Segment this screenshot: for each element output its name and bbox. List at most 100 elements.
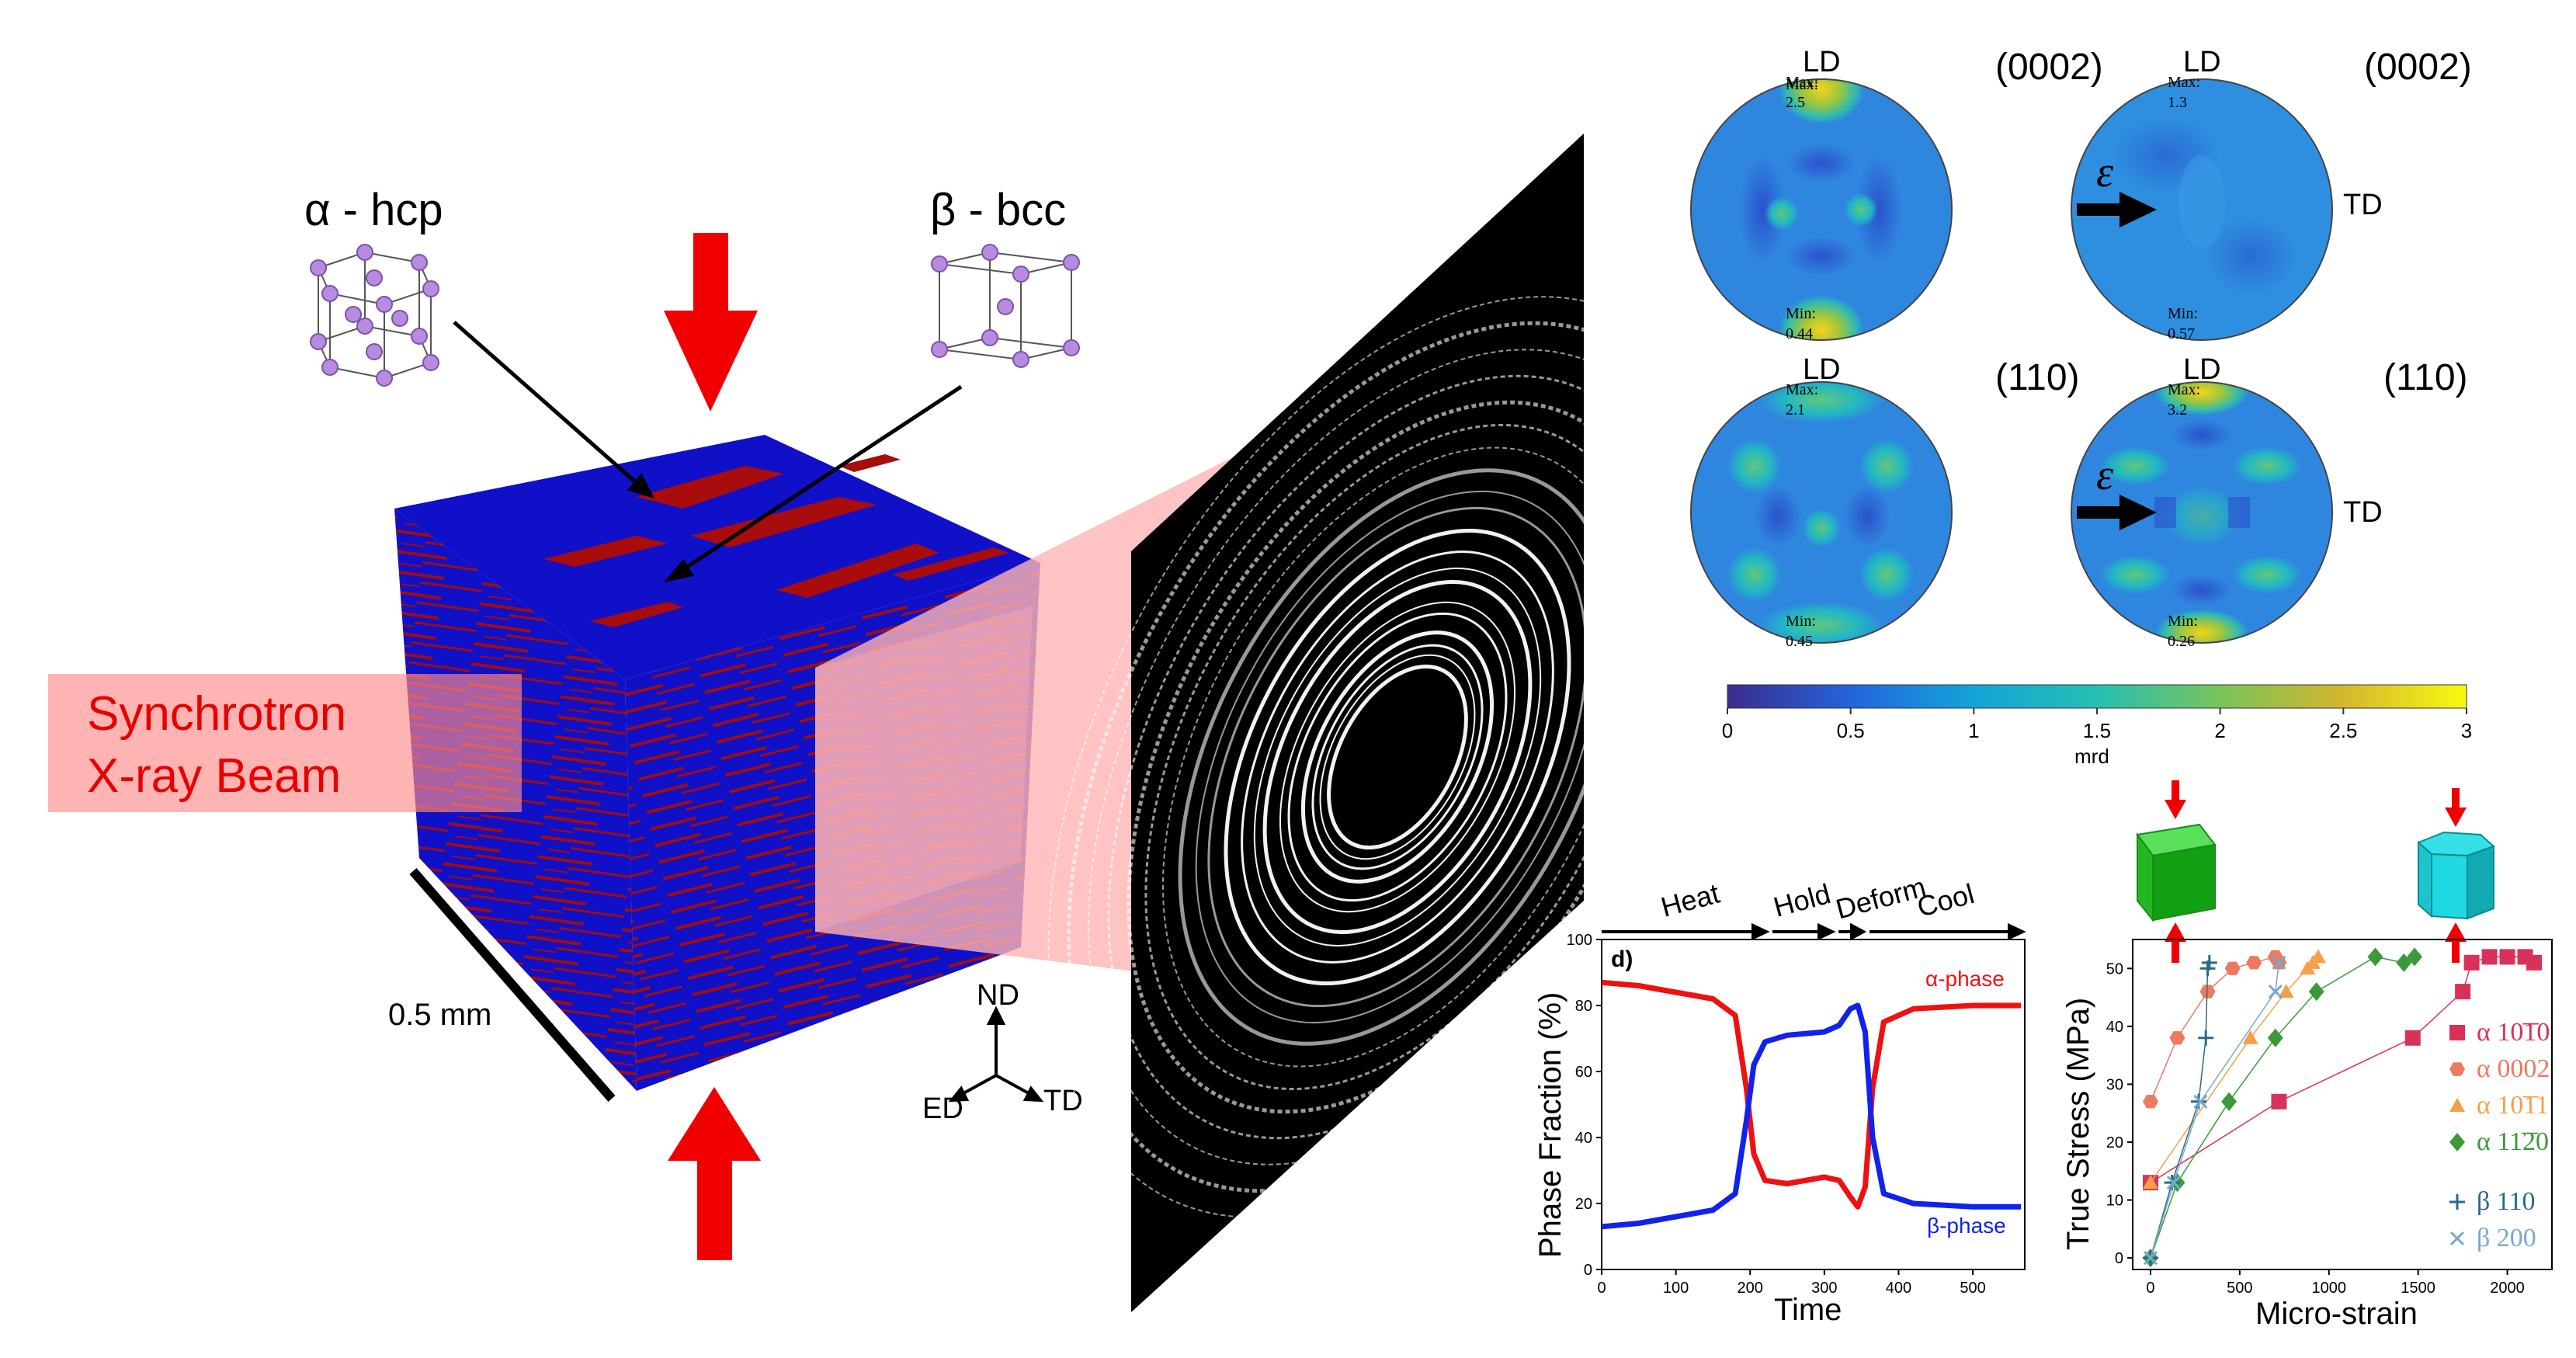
pf2-td: TD xyxy=(2343,189,2383,221)
chart2-point xyxy=(2455,984,2471,1000)
pf4-min-value: 0.26 xyxy=(2168,633,2195,650)
chart2-point xyxy=(2142,1175,2158,1190)
strain-arrow-alpha xyxy=(2077,192,2157,227)
chart2-xtick-label: 2000 xyxy=(2490,1280,2525,1297)
pole-figure-alpha-after xyxy=(2071,79,2332,340)
pf3-min-title: Min: xyxy=(1786,613,1816,630)
pf3-plane: (110) xyxy=(1995,357,2080,398)
chart2-point xyxy=(2267,1028,2283,1047)
detector-panel xyxy=(1047,134,1748,1312)
chart1-xlabel: Time xyxy=(1774,1293,1842,1327)
chart2-point xyxy=(2246,956,2262,970)
chart2-point xyxy=(2221,1092,2238,1111)
colorbar-tick-label: 0.5 xyxy=(1837,719,1865,742)
debye-ring xyxy=(1066,321,1729,1193)
colorbar-tick-label: 1.5 xyxy=(2083,719,2111,742)
colorbar-tick-label: 2 xyxy=(2214,719,2225,742)
chart2-point xyxy=(2396,953,2412,972)
pf2-plane: (0002) xyxy=(2364,47,2472,88)
chart2-point xyxy=(2198,1030,2214,1046)
chart2-point xyxy=(2166,1176,2181,1190)
debye-ring xyxy=(1207,506,1588,1008)
chart2-series-line xyxy=(2150,956,2319,1183)
colorbar xyxy=(1727,684,2467,709)
scale-label: 0.5 mm xyxy=(388,998,491,1032)
chart1-panel-label: d) xyxy=(1611,946,1633,972)
axis-nd-label: ND xyxy=(977,979,1019,1012)
debye-ring xyxy=(1224,528,1571,986)
pf4-ld: LD xyxy=(2183,353,2221,386)
debye-ring xyxy=(1287,612,1508,902)
chart1-ytick-label: 80 xyxy=(1575,998,1592,1015)
debye-ring xyxy=(1262,580,1533,934)
chart2-legend-marker xyxy=(2449,1062,2465,1076)
beam-label-line2: X-ray Beam xyxy=(87,749,341,803)
chart1-legend-alpha: α-phase xyxy=(1925,967,2005,991)
chart2-frame xyxy=(2132,939,2553,1270)
chart2-xlabel: Micro-strain xyxy=(2255,1297,2418,1331)
debye-ring xyxy=(1195,490,1600,1024)
chart2-xtick-label: 1500 xyxy=(2401,1280,2435,1297)
pf1-plane: (0002) xyxy=(1995,47,2103,88)
chart2-point xyxy=(2169,1031,2185,1045)
pf1-max-title: Max: xyxy=(1786,74,1818,91)
pf3-min-value: 0.45 xyxy=(1786,633,1813,650)
pole-figure-beta-after xyxy=(2071,382,2332,643)
debye-ring xyxy=(1311,644,1484,870)
debye-ring xyxy=(1088,349,1707,1165)
colorbar-tick-label: 1 xyxy=(1968,719,1979,742)
pole-figure-beta-before xyxy=(1691,382,1952,643)
hcp-cell-icon xyxy=(310,244,439,387)
debye-ring xyxy=(1047,296,1748,1218)
block-top-face xyxy=(394,435,1040,679)
scale-bar xyxy=(409,868,616,1102)
chart1-xtick-label: 500 xyxy=(1960,1280,1985,1297)
chart2-legend-marker xyxy=(2449,1133,2465,1151)
xray-beam xyxy=(48,674,522,812)
chart2-point xyxy=(2526,954,2543,971)
pole-figure-alpha-before xyxy=(1691,79,1952,340)
chart2-series xyxy=(2142,947,2543,1268)
pf4-td: TD xyxy=(2343,496,2383,529)
chart1-ytick-label: 0 xyxy=(1584,1262,1592,1279)
chart1-series-alpha xyxy=(1601,979,2022,1210)
chart1-ytick-label: 60 xyxy=(1575,1064,1592,1081)
chart2-point xyxy=(2308,982,2324,1002)
chart2-point xyxy=(2242,1030,2258,1044)
chart2-ytick-label: 50 xyxy=(2106,960,2123,978)
chart2-point xyxy=(2199,985,2216,999)
chart2-xtick-label: 0 xyxy=(2146,1280,2154,1297)
stage-arrows xyxy=(1602,922,2026,941)
chart1-xtick-label: 300 xyxy=(1811,1280,1837,1297)
chart2-ytick-label: 40 xyxy=(2106,1019,2123,1036)
pf4-max-value: 3.2 xyxy=(2168,401,2187,419)
debye-ring xyxy=(1107,374,1688,1140)
chart2-point xyxy=(2193,1094,2208,1109)
chart2-legend-label: α 10͞10 xyxy=(2477,1018,2550,1047)
stage-heat: Heat xyxy=(1658,877,1723,923)
chart2-point xyxy=(2143,1251,2158,1266)
chart2-point xyxy=(2463,954,2480,971)
debye-ring xyxy=(1253,568,1542,946)
debye-ring xyxy=(1161,446,1633,1068)
chart1-xtick-label: 200 xyxy=(1738,1280,1763,1297)
pf1-max-value: 2.5 xyxy=(1786,94,1805,111)
chart2-legend-marker xyxy=(2449,1194,2465,1210)
strain-symbol-beta: ε xyxy=(2096,451,2114,499)
chart1-series xyxy=(1601,979,2022,1230)
pf3-max-value: 2.1 xyxy=(1786,401,1805,419)
chart2-point xyxy=(2499,949,2515,965)
sample-axes xyxy=(948,1005,1044,1103)
chart2-point xyxy=(2367,947,2383,967)
chart2-point xyxy=(2310,949,2326,964)
chart1-ytick-label: 40 xyxy=(1575,1130,1592,1147)
debye-ring xyxy=(1144,423,1651,1091)
chart2-ytick-label: 10 xyxy=(2106,1193,2123,1210)
debye-ring xyxy=(1319,654,1476,860)
pf2-min-title: Min: xyxy=(2168,305,2198,322)
bcc-cell-icon xyxy=(931,244,1080,368)
